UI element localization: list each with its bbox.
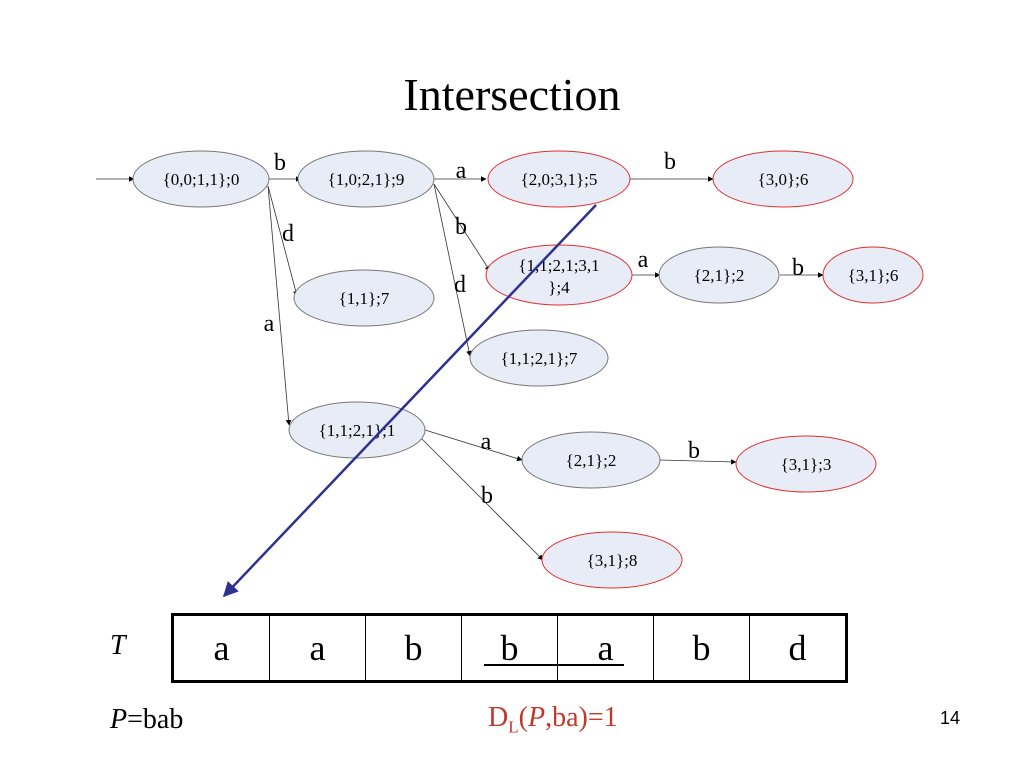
slide-title: Intersection [403, 69, 621, 120]
svg-text:{0,0;1,1};0: {0,0;1,1};0 [163, 170, 240, 189]
text-table: a a b b a b d [171, 613, 848, 683]
svg-text:{3,1};6: {3,1};6 [848, 266, 899, 285]
node-n5: {2,1};2 [658, 246, 780, 304]
svg-text:{1,0;2,1};9: {1,0;2,1};9 [328, 170, 405, 189]
node-n12: {3,1};8 [541, 531, 683, 589]
edge-label-n4-n5: a [638, 247, 649, 273]
svg-text:{3,0};6: {3,0};6 [758, 170, 809, 189]
node-n3: {3,0};6 [712, 150, 854, 208]
edge-label-n1-n4: b [455, 214, 467, 240]
edge-n9-n10 [424, 429, 523, 462]
svg-text:{1,1;2,1};7: {1,1;2,1};7 [501, 349, 578, 368]
distance-prefix: D [488, 702, 509, 733]
node-n7: {1,1};7 [293, 269, 435, 327]
page-number: 14 [940, 708, 961, 728]
text-cell: b [461, 614, 558, 682]
match-underline [484, 664, 624, 666]
svg-text:};4: };4 [548, 278, 570, 297]
distance-subscript: L [508, 717, 519, 737]
pattern-definition: P=bab [110, 704, 183, 736]
edge-label-n1-n8: d [454, 272, 466, 298]
edge-label-n1-n2: a [456, 158, 467, 184]
svg-text:{2,0;3,1};5: {2,0;3,1};5 [521, 170, 598, 189]
edge-label-n9-n12: b [481, 483, 493, 509]
svg-text:{3,1};3: {3,1};3 [781, 455, 832, 474]
node-n10: {2,1};2 [521, 431, 661, 489]
svg-text:{1,1;2,1;3,1: {1,1;2,1;3,1 [518, 256, 599, 275]
text-cell: b [653, 614, 750, 682]
node-n1: {1,0;2,1};9 [297, 150, 435, 208]
edge-label-n10-n11: b [688, 438, 700, 464]
pattern-value: =bab [127, 704, 184, 735]
node-n9: {1,1;2,1};1 [288, 401, 426, 459]
node-n6: {3,1};6 [822, 246, 924, 304]
edge-n1-n4 [433, 183, 491, 272]
node-n11: {3,1};3 [735, 435, 877, 493]
node-n0: {0,0;1,1};0 [132, 150, 270, 208]
edge-label-n0-n1: b [274, 150, 286, 176]
text-cell: a [557, 614, 654, 682]
edge-n10-n11 [659, 459, 737, 465]
edge-label-n2-n3: b [664, 149, 676, 175]
text-row-label: T [110, 630, 126, 661]
edge-n1-n8 [433, 183, 472, 357]
edge-label-n5-n6: b [792, 255, 804, 281]
text-cell: a [172, 614, 270, 682]
svg-text:{1,1;2,1};1: {1,1;2,1};1 [319, 421, 396, 440]
edge-n9-n12 [419, 436, 544, 561]
edge-label-n0-n9: a [264, 311, 275, 337]
distance-open: ( [518, 702, 528, 733]
distance-rest: ,ba)=1 [545, 702, 618, 733]
svg-text:{3,1};8: {3,1};8 [587, 551, 638, 570]
text-cell: d [749, 614, 847, 682]
distance-expression: DL(P,ba)=1 [488, 702, 618, 738]
edge-label-n0-n7: d [282, 221, 294, 247]
text-cell: b [365, 614, 462, 682]
svg-text:{1,1};7: {1,1};7 [339, 289, 390, 308]
edge-label-n9-n10: a [481, 429, 492, 455]
svg-text:{2,1};2: {2,1};2 [566, 451, 617, 470]
node-n4: {1,1;2,1;3,1 };4 [485, 244, 633, 306]
node-n8: {1,1;2,1};7 [469, 329, 609, 387]
edge-n0-n7 [267, 185, 299, 297]
distance-var: P [527, 702, 546, 733]
edge-n0-n9 [267, 185, 292, 426]
node-n2: {2,0;3,1};5 [487, 150, 631, 208]
pattern-var: P [110, 704, 128, 735]
svg-text:{2,1};2: {2,1};2 [694, 266, 745, 285]
text-cell: a [269, 614, 366, 682]
diagonal-cut-arrow [222, 204, 597, 598]
